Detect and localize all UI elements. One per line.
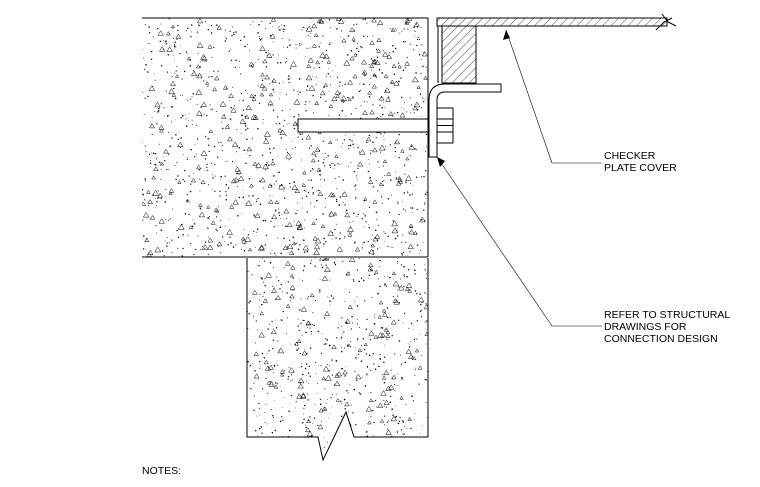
- checker-plate-cover: [436, 13, 677, 31]
- concrete-slab: [142, 17, 429, 258]
- label-checker-line1: CHECKER: [604, 150, 656, 162]
- concrete-wall: [246, 258, 429, 462]
- leader-structural-ref: [436, 156, 602, 327]
- notes-heading: NOTES:: [142, 465, 181, 477]
- connection-bolt: [436, 107, 454, 144]
- label-structural-line2: DRAWINGS FOR: [604, 321, 687, 333]
- label-checker-line2: PLATE COVER: [604, 162, 677, 174]
- leader-checker-plate: [503, 29, 602, 164]
- label-structural-line3: CONNECTION DESIGN: [604, 333, 718, 345]
- support-angle: [428, 25, 502, 158]
- embedded-anchor: [297, 118, 429, 133]
- label-structural-line1: REFER TO STRUCTURAL: [604, 309, 730, 321]
